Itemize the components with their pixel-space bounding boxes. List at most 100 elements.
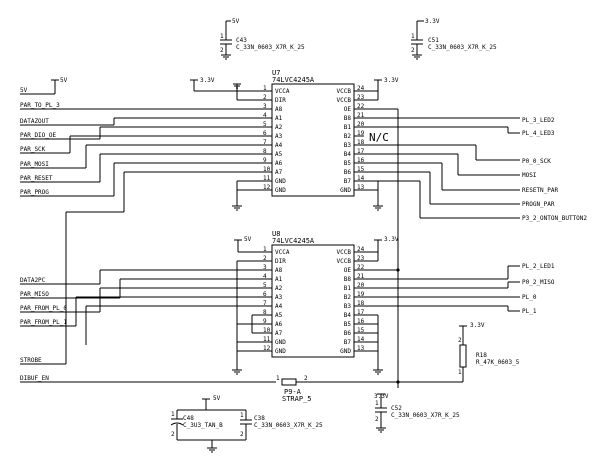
u8-power-wiring: 5V 3.3V bbox=[232, 236, 399, 375]
capacitor-c48: 5V 1 2 C48 C_3U3_TAN_B bbox=[170, 395, 246, 440]
net-label: PAR_FROM_PL_1 bbox=[20, 319, 67, 326]
rail-label-3v3: 3.3V bbox=[384, 77, 399, 84]
pin-number: 24 bbox=[357, 85, 365, 92]
left-nets-u8: DATA2PC PAR_MISO PAR_FROM_PL_0 PAR_FROM_… bbox=[20, 269, 276, 383]
right-nets-u7: PL_3_LED2 PL_4_LED3 P0_0_SCK MOSI RESETN… bbox=[364, 117, 587, 222]
pin-number: 2 bbox=[375, 416, 379, 423]
pin-name: B5 bbox=[344, 321, 352, 328]
net-label: PL_4_LED3 bbox=[522, 130, 555, 137]
net-label: DATAZOUT bbox=[20, 118, 49, 125]
pin-number: 10 bbox=[263, 327, 271, 334]
pin-name: A3 bbox=[275, 133, 283, 140]
net-label: PL_0 bbox=[522, 294, 537, 301]
capacitor-value: C_33N_0603_X7R_K_25 bbox=[236, 44, 305, 51]
pin-name: OE bbox=[344, 106, 352, 113]
chip-part: 74LVC4245A bbox=[272, 237, 315, 245]
rail-label-5v: 5V bbox=[232, 18, 240, 25]
net-label: P0_2_MISO bbox=[522, 279, 555, 286]
net-label: PL_3_LED2 bbox=[522, 117, 555, 124]
pin-name: A6 bbox=[275, 160, 283, 167]
pin-name: A1 bbox=[275, 115, 283, 122]
rail-label-3v3: 3.3V bbox=[384, 236, 399, 243]
pin-number: 11 bbox=[263, 336, 271, 343]
pin-number: 1 bbox=[263, 85, 267, 92]
u7-power-wiring: 3.3V 3.3V 5V bbox=[20, 77, 399, 211]
pin-number: 9 bbox=[263, 318, 267, 325]
pin-name: A6 bbox=[275, 321, 283, 328]
pin-name: A8 bbox=[275, 106, 283, 113]
pin-name: VCCB bbox=[337, 258, 352, 265]
capacitor-value: C_33N_0603_X7R_K_25 bbox=[428, 44, 497, 51]
net-label: PAR_MISO bbox=[20, 291, 49, 298]
pin-number: 12 bbox=[263, 184, 271, 191]
pin-number: 2 bbox=[220, 47, 224, 54]
rail-label-5v: 5V bbox=[213, 395, 221, 402]
pin-number: 4 bbox=[263, 273, 267, 280]
pin-number: 23 bbox=[357, 94, 365, 101]
net-label: DIBUF_EN bbox=[20, 375, 49, 382]
strap-ref: P9-A bbox=[284, 388, 302, 396]
rail-label-5v: 5V bbox=[60, 77, 68, 84]
pin-name: A3 bbox=[275, 294, 283, 301]
capacitor-c38: 1 2 C38 C_33N_0603_X7R_K_25 bbox=[177, 410, 323, 453]
capacitor-ref: C48 bbox=[183, 415, 194, 422]
right-nets-u8: PL_2_LED1 P0_2_MISO PL_0 PL_1 bbox=[364, 263, 555, 315]
pin-name: B2 bbox=[344, 133, 352, 140]
pin-number: 21 bbox=[357, 273, 365, 280]
pin-name: A7 bbox=[275, 169, 283, 176]
pin-name: A5 bbox=[275, 151, 283, 158]
net-label: PROGN_PAR bbox=[522, 201, 555, 208]
net-label: RESETN_PAR bbox=[522, 187, 559, 194]
pin-name: B8 bbox=[344, 115, 352, 122]
capacitor-value: C_3U3_TAN_B bbox=[183, 422, 223, 429]
pin-number: 11 bbox=[263, 175, 271, 182]
capacitor-value: C_33N_0603_X7R_K_25 bbox=[391, 412, 460, 419]
pin-number: 1 bbox=[276, 375, 280, 382]
no-connect-label: N/C bbox=[369, 131, 389, 144]
pin-number: 1 bbox=[240, 412, 244, 419]
resistor-r18: 3.3V 2 1 R18 R_47K_0603_5 bbox=[458, 322, 520, 382]
pin-number: 18 bbox=[357, 300, 365, 307]
pin-name: DIR bbox=[275, 97, 286, 104]
pin-number: 15 bbox=[357, 327, 365, 334]
net-label: PAR_RESET bbox=[20, 175, 53, 182]
pin-name: GND bbox=[275, 178, 286, 185]
capacitor-c52: 3.3V 1 2 C52 C_33N_0603_X7R_K_25 bbox=[374, 393, 460, 433]
pin-name: GND bbox=[340, 187, 351, 194]
pin-number: 9 bbox=[263, 157, 267, 164]
pin-number: 22 bbox=[357, 264, 365, 271]
pin-number: 1 bbox=[458, 369, 462, 376]
rail-label-3v3: 3.3V bbox=[425, 18, 440, 25]
pin-name: B1 bbox=[344, 285, 352, 292]
pin-name: B3 bbox=[344, 142, 352, 149]
net-label: PAR_SCK bbox=[20, 146, 46, 153]
net-label: PL_1 bbox=[522, 308, 537, 315]
net-label: STROBE bbox=[20, 357, 42, 364]
chip-ref: U8 bbox=[272, 230, 280, 238]
net-label: PAR_TO_PL_3 bbox=[20, 102, 60, 109]
pin-number: 23 bbox=[357, 255, 365, 262]
oe-enable-net bbox=[300, 108, 463, 388]
net-label: 5V bbox=[20, 87, 28, 94]
pin-number: 2 bbox=[304, 375, 308, 382]
strap-value: STRAP_5 bbox=[282, 395, 312, 403]
pin-number: 14 bbox=[357, 336, 365, 343]
pin-name: B2 bbox=[344, 294, 352, 301]
pin-name: A5 bbox=[275, 312, 283, 319]
net-label: P0_0_SCK bbox=[522, 158, 551, 165]
pin-number: 19 bbox=[357, 291, 365, 298]
pin-number: 17 bbox=[357, 148, 365, 155]
rail-label-3v3: 3.3V bbox=[200, 77, 215, 84]
capacitor-ref: C51 bbox=[428, 37, 439, 44]
pin-number: 17 bbox=[357, 309, 365, 316]
pin-name: B7 bbox=[344, 178, 352, 185]
pin-number: 21 bbox=[357, 112, 365, 119]
pin-number: 2 bbox=[263, 94, 267, 101]
pin-name: VCCB bbox=[337, 97, 352, 104]
pin-number: 7 bbox=[263, 300, 267, 307]
pin-number: 22 bbox=[357, 103, 365, 110]
pin-number: 12 bbox=[263, 345, 271, 352]
